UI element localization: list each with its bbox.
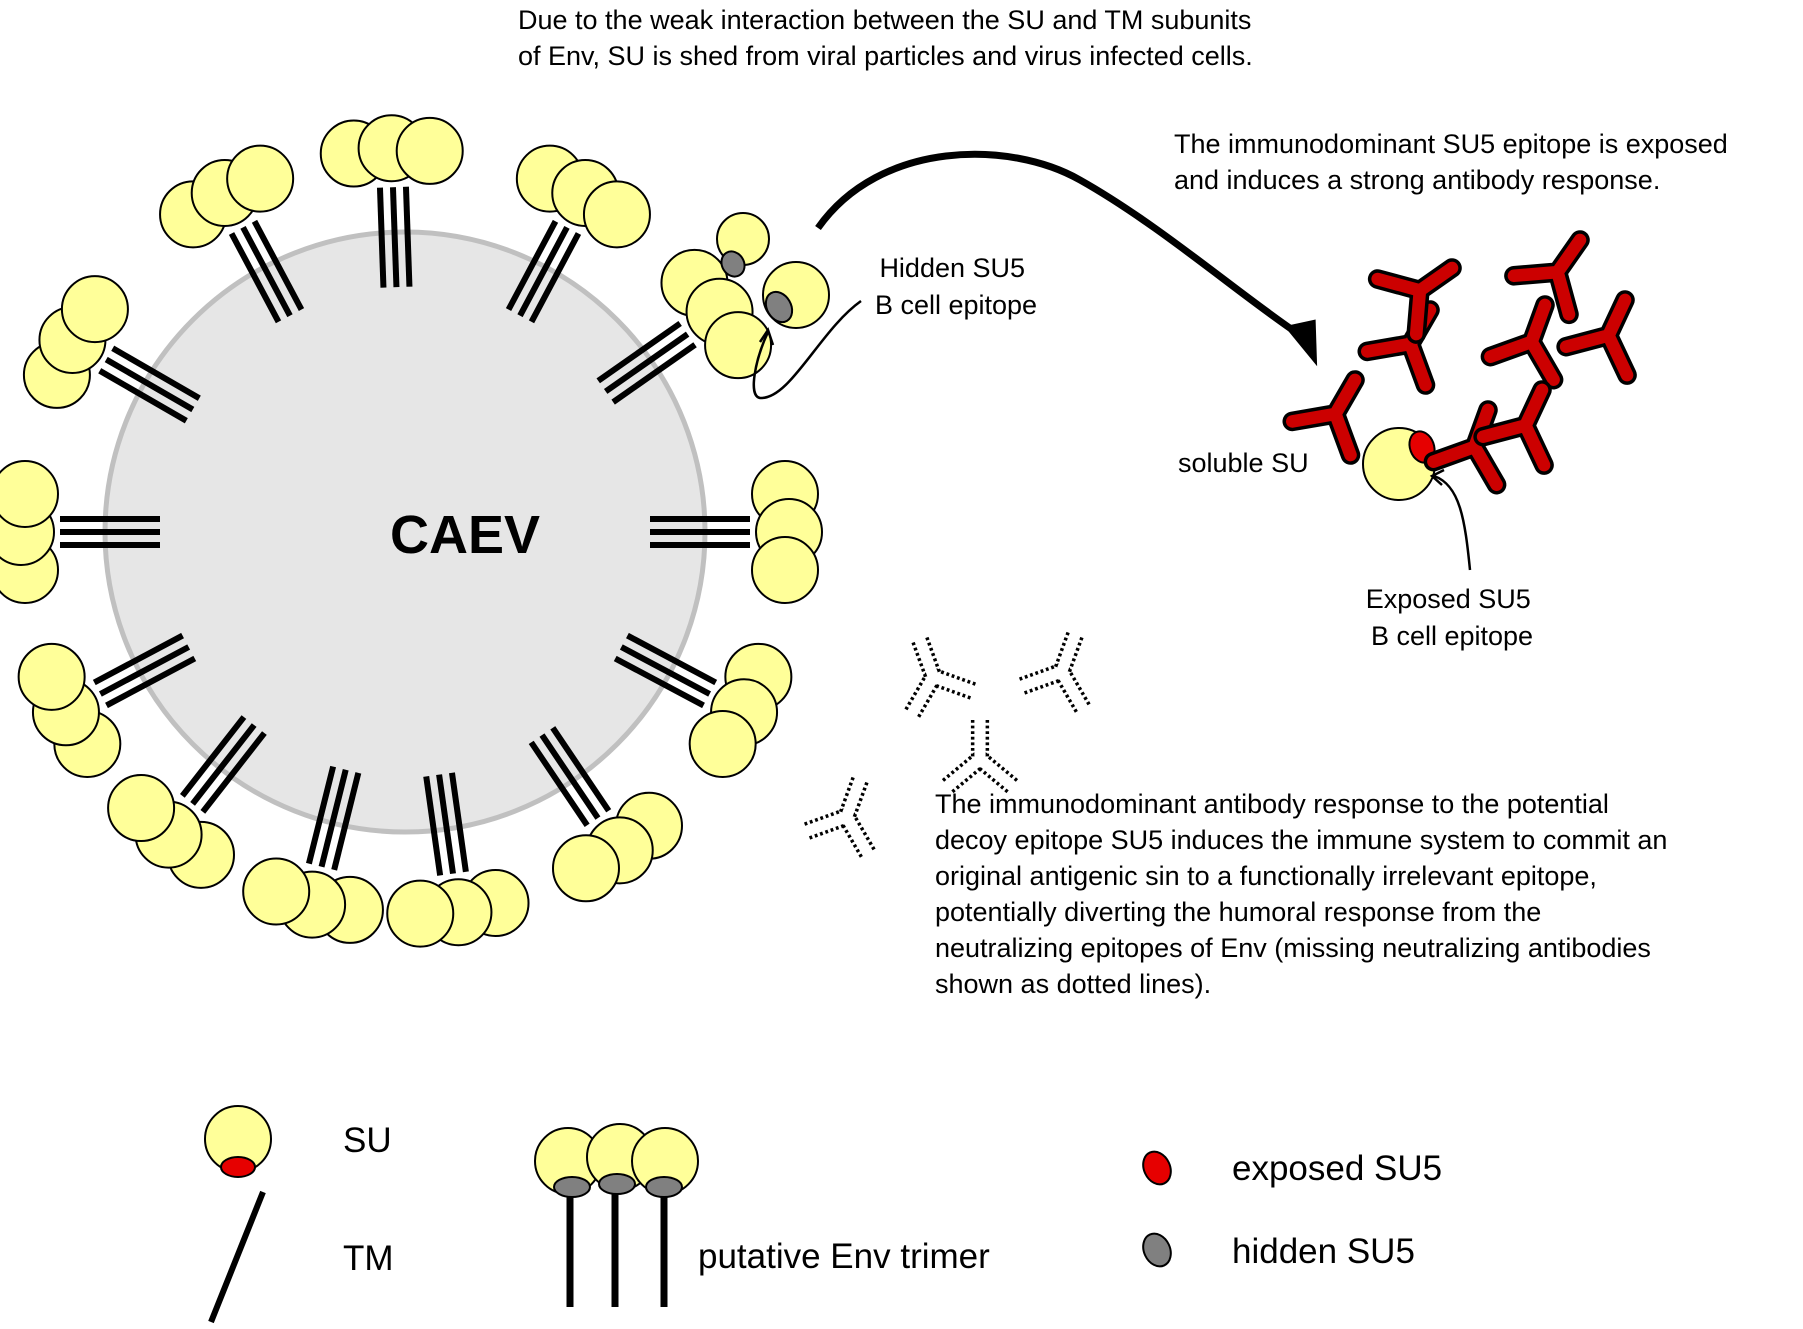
legend-exposed: exposed SU5 xyxy=(1142,1149,1442,1188)
antibody-red xyxy=(1514,221,1608,315)
hidden-su5-epitope xyxy=(764,290,794,324)
env-trimer xyxy=(242,765,384,944)
env-trimer xyxy=(22,275,201,424)
antibody-dotted xyxy=(805,769,891,855)
env-trimer xyxy=(0,460,160,604)
env-trimer xyxy=(386,772,530,948)
legend-su-label: SU xyxy=(343,1121,392,1160)
antibody-dotted xyxy=(1020,624,1106,710)
soluble-su-label: soluble SU xyxy=(1178,448,1309,478)
caption-exposed: The immunodominant SU5 epitope is expose… xyxy=(1174,129,1735,195)
virus-label: CAEV xyxy=(390,505,540,565)
antibody-red xyxy=(1566,286,1655,375)
env-trimer xyxy=(159,144,305,324)
legend-hidden-label: hidden SU5 xyxy=(1232,1232,1415,1271)
legend: SU TM putative Env trimer exposed SU5 hi… xyxy=(204,1105,1442,1324)
antibody-dotted xyxy=(946,720,1013,787)
antibody-dotted xyxy=(888,629,974,715)
legend-su: SU xyxy=(204,1105,392,1178)
legend-trimer: putative Env trimer xyxy=(534,1123,990,1307)
env-trimer xyxy=(596,248,773,405)
shedding-su xyxy=(716,212,830,329)
antibody-red xyxy=(1483,376,1572,465)
hidden-epitope-label: Hidden SU5 B cell epitope xyxy=(875,253,1037,320)
shedding-arrow xyxy=(815,150,1302,338)
exposed-su5-icon xyxy=(1142,1150,1172,1186)
env-trimer xyxy=(505,144,651,324)
hidden-su5-icon xyxy=(1142,1232,1172,1268)
legend-trimer-label: putative Env trimer xyxy=(698,1237,990,1276)
legend-hidden: hidden SU5 xyxy=(1142,1232,1415,1271)
hidden-epitope-pointer xyxy=(752,299,862,400)
legend-exposed-label: exposed SU5 xyxy=(1232,1149,1442,1188)
exposed-epitope-pointer xyxy=(1433,474,1472,571)
env-trimer xyxy=(650,460,823,604)
env-spikes xyxy=(0,114,823,948)
exposed-epitope-label: Exposed SU5 B cell epitope xyxy=(1366,584,1539,651)
env-trimer xyxy=(17,632,197,778)
antibody-red xyxy=(1378,240,1472,334)
env-trimer xyxy=(528,726,683,903)
caption-top: Due to the weak interaction between the … xyxy=(518,5,1259,71)
env-trimer xyxy=(319,114,464,288)
legend-tm-label: TM xyxy=(343,1239,394,1278)
env-trimer xyxy=(107,715,267,889)
env-trimer xyxy=(613,632,793,778)
caption-bottom: The immunodominant antibody response to … xyxy=(935,789,1675,999)
hidden-su5-epitope xyxy=(720,250,746,278)
legend-tm: TM xyxy=(208,1190,394,1324)
